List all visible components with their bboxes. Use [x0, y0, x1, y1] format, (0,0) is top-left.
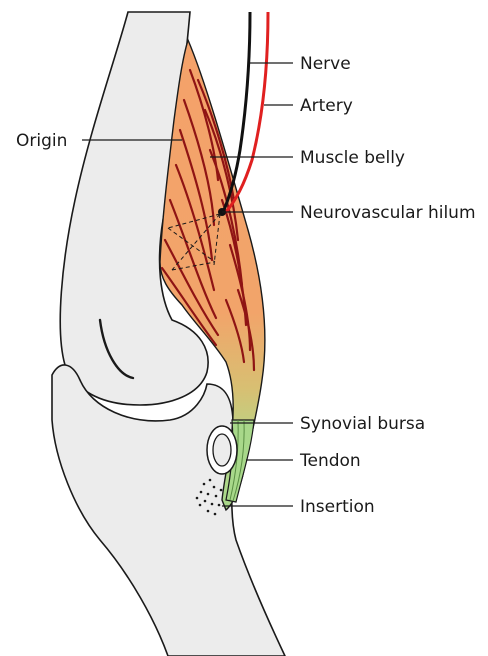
synovial-bursa [207, 426, 237, 474]
origin-label: Origin [16, 131, 67, 151]
tendon-label: Tendon [299, 451, 361, 471]
synovial-bursa-label: Synovial bursa [300, 414, 425, 434]
artery-label: Artery [300, 96, 353, 116]
neurovascular-hilum-label: Neurovascular hilum [300, 203, 476, 223]
nerve-label: Nerve [300, 54, 351, 74]
muscle-belly-label: Muscle belly [300, 148, 405, 168]
insertion-label: Insertion [300, 497, 375, 517]
